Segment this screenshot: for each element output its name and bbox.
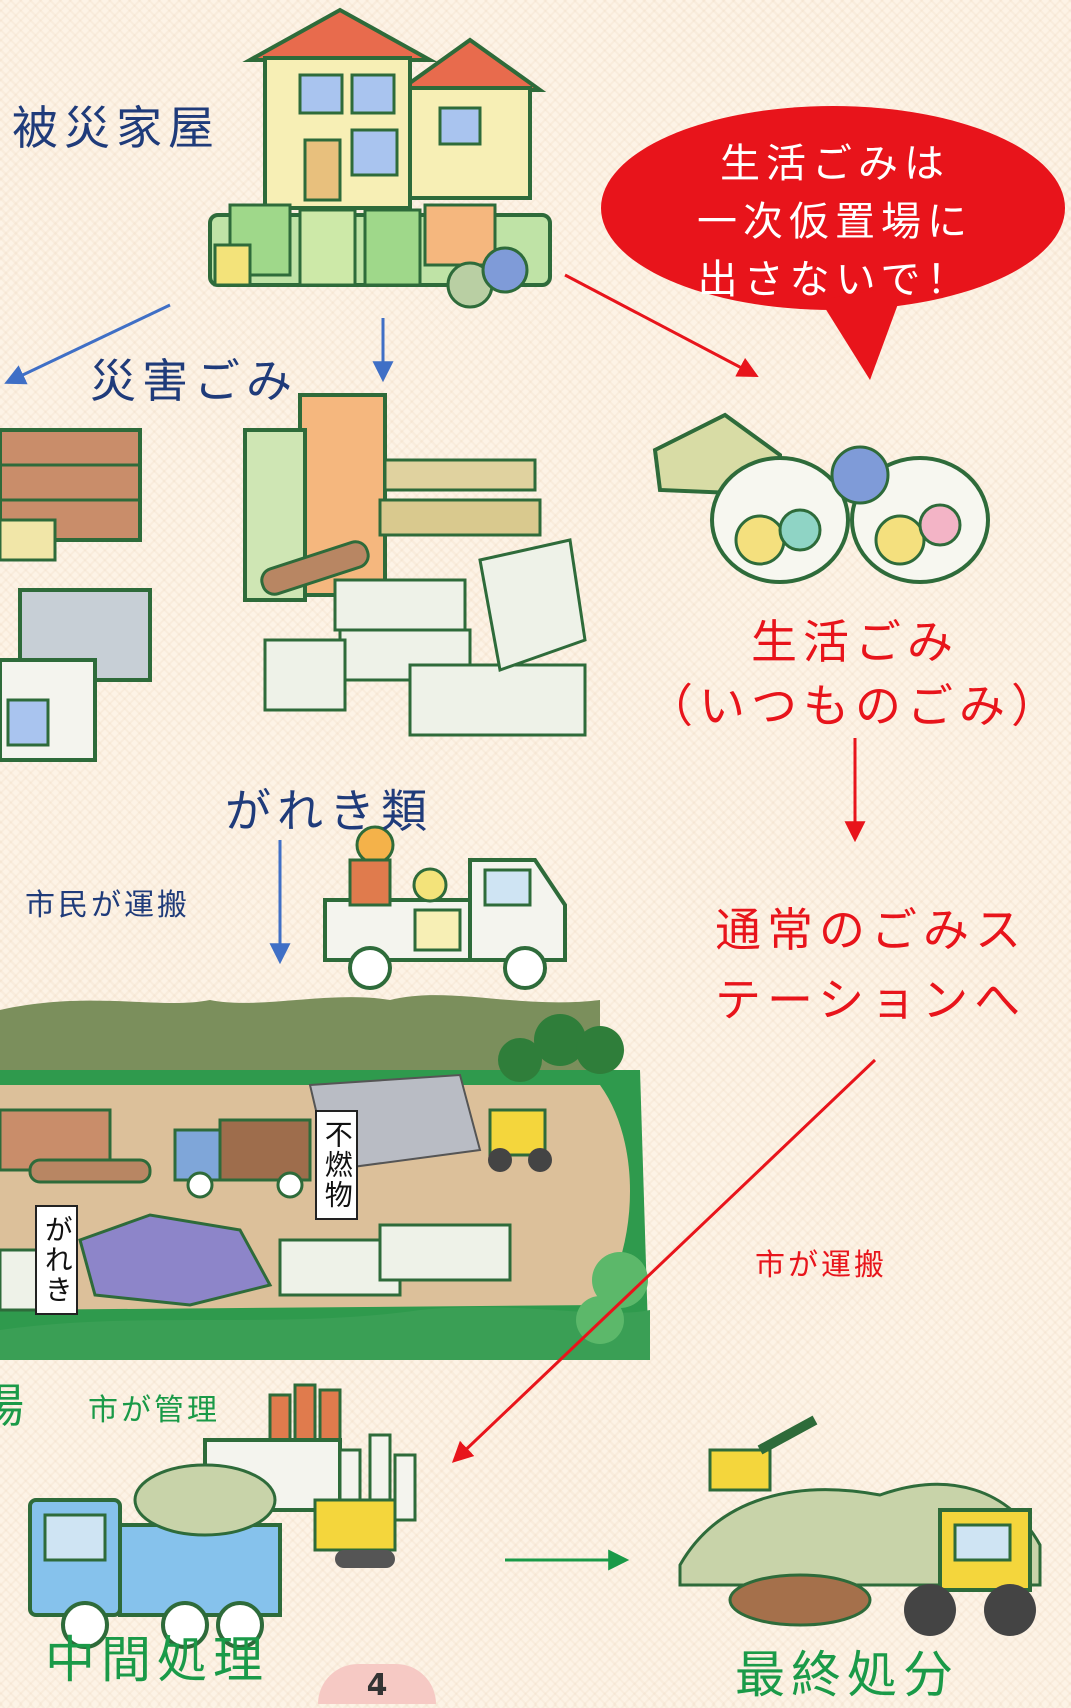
final-disposal-label: 最終処分 (735, 1646, 959, 1704)
truck-illustration (323, 825, 567, 990)
household-waste-label: 生活ごみ （いつものごみ） (645, 610, 1065, 738)
station-line-1: 通常のごみス (715, 903, 1027, 957)
rubble-label: がれき類 (225, 784, 433, 838)
arrow-house-to-furniture (4, 303, 171, 385)
household-waste-illustration (652, 412, 990, 584)
household-waste-title: 生活ごみ (751, 615, 959, 669)
arrow-station-to-intermediate (451, 1058, 877, 1463)
rubble-illustration (243, 393, 587, 737)
household-waste-subtitle: （いつものごみ） (647, 679, 1063, 733)
warning-callout-bubble (601, 106, 1065, 380)
rubble-sign: がれき (35, 1205, 78, 1315)
callout-line-2: 一次仮置場に (697, 199, 973, 245)
temporary-site-label-partial: 場 (0, 1379, 30, 1433)
dump-truck-illustration (28, 1463, 397, 1649)
city-managed-note: 市が管理 (88, 1393, 220, 1428)
callout-line-1: 生活ごみは (720, 141, 950, 187)
callout-line-3: 出さないで！ (697, 257, 973, 303)
furniture-illustration (0, 428, 152, 762)
citizen-transport-note: 市民が運搬 (25, 888, 190, 923)
station-line-2: テーションへ (715, 973, 1027, 1027)
nonburnable-sign: 不燃物 (315, 1110, 358, 1220)
damaged-house-label: 被災家屋 (12, 101, 220, 155)
landfill-illustration (678, 1415, 1042, 1636)
city-transport-note: 市が運搬 (755, 1248, 887, 1283)
arrow-house-to-household (564, 273, 759, 377)
garbage-station-label: 通常のごみス テーションへ (715, 895, 1027, 1035)
page-number: 4 (318, 1664, 436, 1704)
damaged-house-illustration (208, 7, 552, 309)
disaster-waste-label: 災害ごみ (90, 354, 298, 408)
warning-callout: 生活ごみは 一次仮置場に 出さないで！ (650, 135, 1020, 309)
intermediate-treatment-label: 中間処理 (45, 1631, 269, 1689)
